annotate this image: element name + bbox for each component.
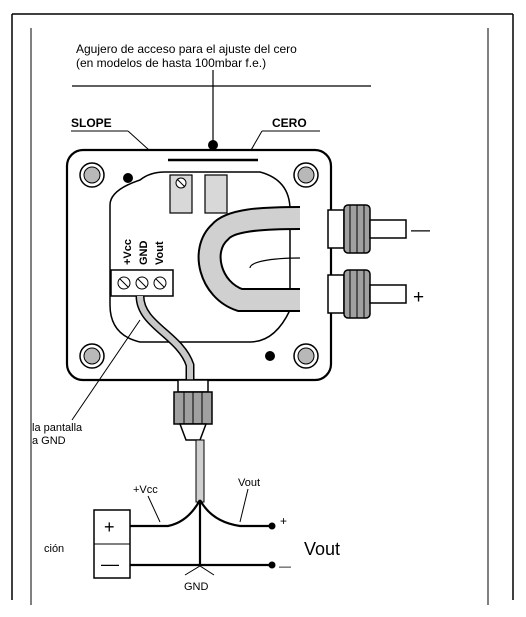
terminal-screw xyxy=(153,276,167,290)
slope-label: SLOPE xyxy=(71,116,112,130)
source-minus: — xyxy=(101,554,119,574)
vout-wire-label: Vout xyxy=(238,477,260,489)
terminal-label-gnd: GND xyxy=(138,241,150,266)
vcc-wire-label: +Vcc xyxy=(133,484,158,496)
out-plus-label: + xyxy=(280,514,287,528)
shield-leader xyxy=(71,319,141,421)
connector-minus xyxy=(327,204,407,254)
pressure-tube xyxy=(197,206,301,312)
terminal-out-minus xyxy=(268,561,276,569)
terminal-label-vout: Vout xyxy=(154,241,166,265)
shield-note-line-1: la pantalla xyxy=(32,422,83,434)
corner-screw xyxy=(293,162,319,188)
corner-screw xyxy=(79,162,105,188)
terminal-screw xyxy=(117,276,131,290)
mount-dot xyxy=(123,173,133,183)
connector-plus xyxy=(327,269,407,319)
source-plus: + xyxy=(104,517,115,537)
cero-potentiometer xyxy=(204,174,228,214)
cero-label: CERO xyxy=(272,116,307,130)
shield-note-line-2: a GND xyxy=(32,435,66,447)
cable-gland xyxy=(173,379,213,441)
terminal-block xyxy=(110,269,174,297)
terminal-label-vcc: +Vcc xyxy=(122,239,134,265)
caption-line-1: Agujero de acceso para el ajuste del cer… xyxy=(76,42,297,56)
access-hole xyxy=(208,140,218,150)
corner-screw xyxy=(293,343,319,369)
external-cable xyxy=(195,439,205,503)
plus-connector-label: + xyxy=(413,287,424,308)
caption-line-2: (en modelos de hasta 100mbar f.e.) xyxy=(76,56,266,70)
minus-connector-label: — xyxy=(411,220,430,241)
terminal-out-plus xyxy=(268,522,276,530)
out-minus-label: — xyxy=(279,559,291,573)
wiring-lines xyxy=(130,499,270,567)
gnd-leader xyxy=(184,565,215,576)
mount-dot xyxy=(265,351,275,361)
corner-screw xyxy=(79,343,105,369)
source-label: ción xyxy=(44,543,64,555)
slope-potentiometer xyxy=(169,174,193,214)
vout-output-label: Vout xyxy=(304,539,340,559)
gnd-label: GND xyxy=(184,581,209,593)
terminal-screw xyxy=(135,276,149,290)
frame xyxy=(11,13,514,605)
